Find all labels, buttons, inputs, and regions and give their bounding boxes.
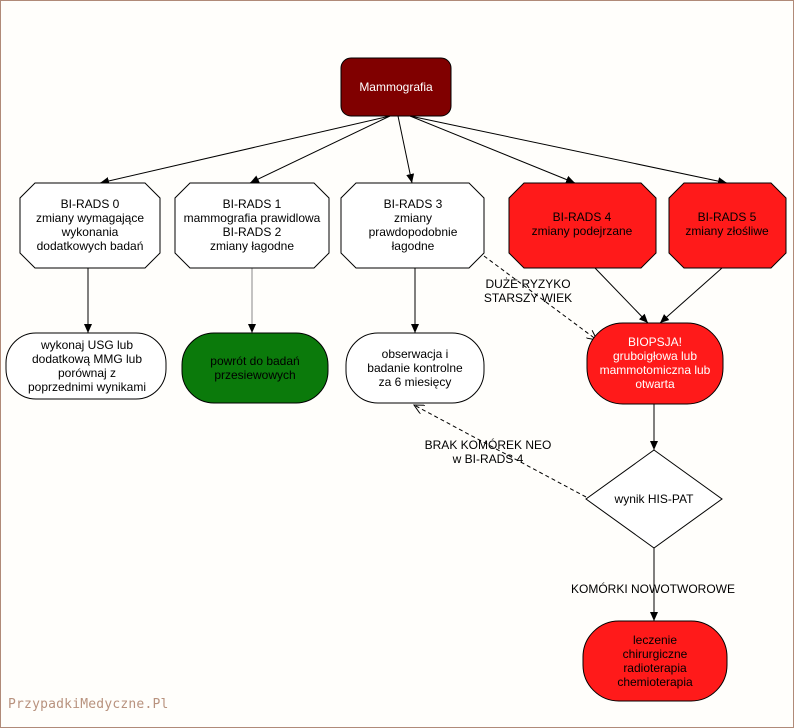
- node-birads0-text-line: BI-RADS 0: [61, 197, 120, 211]
- edge-mammo-birads4: [409, 115, 576, 184]
- edge-hispat-obserwacja-dashed: [414, 405, 587, 498]
- edge-label-brak-line: BRAK KOMÓREK NEO: [425, 437, 552, 452]
- node-obserwacja-text-line: za 6 miesięcy: [379, 375, 452, 389]
- edge-label-komorki-line: KOMÓRKI NOWOTWOROWE: [571, 581, 735, 596]
- node-usg-text-line: wykonaj USG lub: [40, 338, 133, 352]
- edge-label-ryzyko-line: STARSZY WIEK: [484, 291, 572, 305]
- node-hispat-text: wynik HIS-PAT: [614, 492, 695, 506]
- node-mammografia-text: Mammografia: [359, 80, 433, 94]
- node-usg-text-line: dodatkową MMG lub: [32, 352, 142, 366]
- node-birads0-text-line: dodatkowych badań: [37, 239, 144, 253]
- node-birads1-2-text-line: BI-RADS 2: [223, 225, 282, 239]
- node-biopsja-text-line: BIOPSJA!: [628, 335, 682, 349]
- edge-mammo-birads3: [397, 115, 415, 184]
- node-leczenie-text-line: chemioterapia: [617, 675, 693, 689]
- edges: [84, 115, 728, 621]
- node-birads3-text-line: prawdopodobnie: [369, 225, 458, 239]
- edge-mammo-birads1: [249, 115, 391, 184]
- node-birads3-text-line: BI-RADS 3: [384, 197, 443, 211]
- node-birads0-text-line: wykonania: [61, 225, 119, 239]
- node-birads1-2-text-line: zmiany łagodne: [210, 239, 294, 253]
- node-usg-text-line: porównaj z: [58, 366, 116, 380]
- edge-birads4-biopsja: [594, 267, 649, 324]
- node-birads0-text-line: zmiany wymagające: [36, 211, 144, 225]
- watermark: PrzypadkiMedyczne.Pl: [8, 697, 169, 712]
- node-obserwacja-text-line: obserwacja i: [382, 347, 449, 361]
- node-mammografia: Mammografia: [340, 57, 452, 117]
- node-usg-text-line: poprzednimi wynikami: [28, 380, 146, 394]
- node-hispat-text-line: wynik HIS-PAT: [614, 492, 695, 506]
- edge-label-brak-line: w BI-RADS 4: [452, 452, 524, 466]
- node-birads1-2-text-line: BI-RADS 1: [223, 197, 282, 211]
- edge-mammo-birads0: [99, 115, 391, 185]
- node-biopsja-text-line: gruboigłowa lub: [613, 349, 697, 363]
- edge-mammo-birads5: [409, 115, 728, 186]
- node-biopsja-text-line: mammotomiczna lub: [600, 363, 711, 377]
- node-obserwacja-text-line: badanie kontrolne: [367, 361, 463, 375]
- node-mammografia-text-line: Mammografia: [359, 80, 433, 94]
- node-birads5-text-line: zmiany złośliwe: [685, 224, 769, 238]
- node-leczenie-text-line: leczenie: [633, 633, 677, 647]
- edge-label-komorki: KOMÓRKI NOWOTWOROWE: [571, 581, 735, 596]
- node-birads3-text-line: łagodne: [392, 239, 435, 253]
- node-leczenie-text-line: radioterapia: [623, 661, 687, 675]
- edge-birads3-biopsja-dashed: [483, 255, 597, 340]
- edge-birads5-biopsja: [659, 267, 723, 324]
- node-birads3-text-line: zmiany: [394, 211, 432, 225]
- node-powrot-text-line: powrót do badań: [210, 354, 299, 368]
- edge-label-ryzyko-line: DUŻE RYZYKO: [485, 277, 570, 291]
- node-leczenie-text-line: chirurgiczne: [623, 647, 688, 661]
- node-birads5-text-line: BI-RADS 5: [698, 210, 757, 224]
- node-hispat: wynik HIS-PAT: [585, 449, 723, 549]
- node-birads4-text-line: BI-RADS 4: [553, 210, 612, 224]
- node-birads4-text-line: zmiany podejrzane: [532, 224, 633, 238]
- node-powrot-text-line: przesiewowych: [214, 368, 295, 382]
- node-biopsja-text-line: otwarta: [635, 377, 675, 391]
- node-birads1-2-text-line: mammografia prawidlowa: [184, 211, 321, 225]
